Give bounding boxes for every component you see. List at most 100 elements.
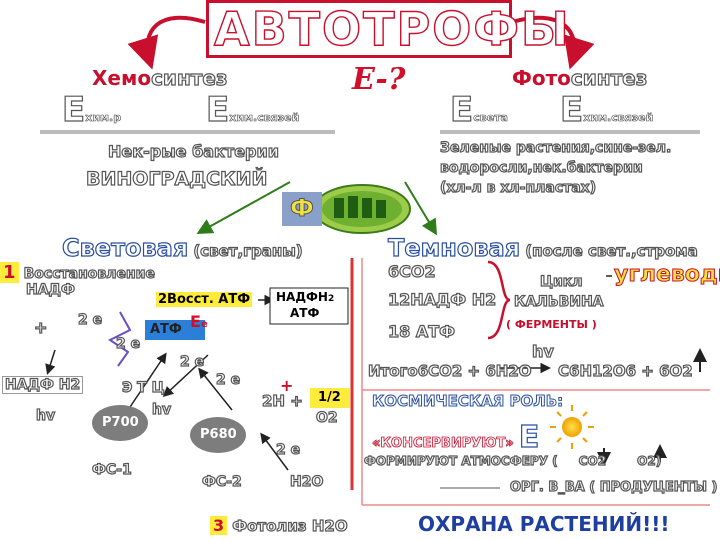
dark-atf: 18 АТФ	[387, 321, 455, 341]
chemo-e1: E	[61, 89, 86, 130]
electrons-5: 2 е	[275, 441, 301, 458]
cosmic-item-2-co2: СО2	[578, 453, 607, 468]
energy-e-letter: E	[190, 312, 201, 331]
chemo-prefix: Хемо	[92, 66, 152, 90]
h2o-label: Н2О	[289, 473, 324, 490]
photo-organisms-3: (хл-л в хл-пластах)	[439, 179, 597, 196]
dark-phase-heading: Темновая (после свет.,строма	[387, 233, 699, 262]
plus-h: +	[280, 376, 294, 395]
light-note: (свет,граны)	[193, 241, 304, 260]
energy-e-sub: e	[200, 319, 208, 330]
chemo-e2: E	[205, 89, 230, 130]
cosmic-item-1: «КОНСЕРВИРУЮТ» E	[372, 419, 540, 455]
photo-suffix: синтез	[570, 65, 648, 90]
cosmic-item-3: ОРГ. В_ВА ( ПРОДУЦЕНТЫ )	[509, 479, 718, 495]
electrons-2: 2 е	[115, 335, 141, 352]
step2: 2Восст. АТФ	[156, 292, 253, 307]
hv-label-2: hv	[151, 401, 172, 418]
equation-left: Итого6СО2 + 6Н2О	[367, 361, 532, 380]
dark-co2: 6СО2	[387, 261, 436, 281]
cosmic-item-1-text: «КОНСЕРВИРУЮТ»	[372, 436, 515, 452]
ps1-label: ФС-1	[91, 461, 132, 478]
energy-question: E-?	[352, 62, 406, 97]
step1-label: Восстановление	[23, 265, 156, 282]
nadph-label: НАДФ Н2	[2, 376, 84, 394]
atf-box	[145, 320, 205, 340]
step3-num: 3	[210, 516, 228, 535]
etc-label: Э Т Ц	[121, 379, 165, 396]
chloroplast-letter: Ф	[290, 194, 315, 223]
product-nadph-sub: 2	[327, 294, 335, 304]
cycle-label-2: КАЛЬВИНА	[513, 293, 604, 310]
product-nadph: НАДФН2	[276, 290, 334, 304]
p700-arrow	[127, 352, 167, 411]
page-title: АВТОТРОФЫ	[213, 1, 571, 56]
energy-e: Ee	[190, 312, 208, 331]
dark-title: Темновая	[387, 233, 521, 262]
photo-e1: E	[449, 89, 474, 130]
o2-frac: 1/2	[318, 390, 341, 405]
chemo-e1-sub: хим.р	[85, 111, 122, 125]
photo-energy-to: Eхим.связей	[559, 89, 654, 130]
p700-label: P700	[102, 415, 139, 430]
cosmic-item-1-e: E	[518, 419, 540, 455]
chemo-energy-to: Eхим.связей	[205, 89, 300, 130]
photo-e2-sub: хим.связей	[583, 111, 654, 125]
chemosynthesis-heading: Хемосинтез	[92, 65, 228, 90]
photo-energy-from: Eсвета	[449, 89, 508, 130]
protection-slogan: ОХРАНА РАСТЕНИЙ!!!	[418, 512, 670, 536]
cosmic-item-2-text: ФОРМИРУЮТ АТМОСФЕРУ (	[363, 453, 558, 468]
cosmic-item-2: ФОРМИРУЮТ АТМОСФЕРУ ( СО2 О2)	[363, 450, 661, 469]
chemo-energy-from: Eхим.р	[61, 89, 122, 130]
equation-right: С6Н12О6 + 6О2	[557, 361, 693, 380]
product-atf: АТФ	[290, 306, 320, 320]
dark-hv: hv	[531, 341, 554, 361]
energy-zigzag	[108, 311, 132, 367]
step3: 3 Фотолиз Н2О	[210, 516, 349, 536]
atf-label: АТФ	[150, 322, 182, 337]
photo-organisms-1: Зеленые растения,сине-зел.	[439, 139, 672, 156]
h-label: 2Н +	[261, 391, 303, 410]
title-right-arrow	[511, 15, 595, 70]
plus-sign: +	[33, 317, 48, 337]
photo-e2: E	[559, 89, 584, 130]
chemo-discoverer: ВИНОГРАДСКИЙ	[85, 167, 268, 190]
electrons-3: 2 е	[179, 353, 205, 370]
photosynthesis-heading: Фотосинтез	[512, 65, 648, 90]
light-title: Световая	[61, 233, 189, 262]
cosmic-role-title: КОСМИЧЕСКАЯ РОЛЬ:	[371, 392, 564, 411]
chloroplast-image	[313, 184, 411, 234]
enzymes-label: ( ФЕРМЕНТЫ )	[506, 318, 597, 331]
photo-prefix: Фото	[512, 66, 571, 90]
p680-arrow	[198, 367, 233, 411]
p700-circle	[92, 405, 148, 441]
product-nadph-text: НАДФН	[276, 290, 328, 304]
step1: 1 Восстановление	[0, 262, 156, 283]
light-phase-heading: Световая (свет,граны)	[61, 233, 304, 262]
hv-label-1: hv	[35, 407, 56, 424]
dark-nadph: 12НАДФ Н2	[387, 289, 497, 309]
chemo-e2-sub: хим.связей	[229, 111, 300, 125]
cycle-bracket	[487, 260, 511, 340]
step1-nadf: НАДФ	[25, 281, 75, 298]
step3-label: Фотолиз Н2О	[232, 516, 349, 535]
arrow-to-dark	[404, 181, 438, 236]
sun-icon	[550, 405, 594, 449]
photo-organisms-2: водоросли,нек.бактерии	[439, 159, 643, 176]
title-frame	[206, 0, 512, 58]
carbohydrates-label: углеводы	[614, 262, 720, 288]
p680-circle	[190, 417, 246, 453]
f-box	[282, 192, 322, 226]
title-left-arrow	[127, 15, 206, 70]
photo-e1-sub: света	[473, 111, 508, 125]
electrons-4: 2 е	[215, 371, 241, 388]
arrow-to-light	[196, 181, 291, 234]
chemo-suffix: синтез	[150, 65, 228, 90]
dark-note: (после свет.,строма	[525, 241, 699, 260]
chemo-organisms: Нек-рые бактерии	[107, 141, 279, 161]
o2-frac-box	[310, 388, 350, 408]
cycle-label-1: Цикл	[539, 273, 583, 290]
step1-num: 1	[0, 262, 19, 283]
o2-label: О2	[315, 409, 338, 426]
